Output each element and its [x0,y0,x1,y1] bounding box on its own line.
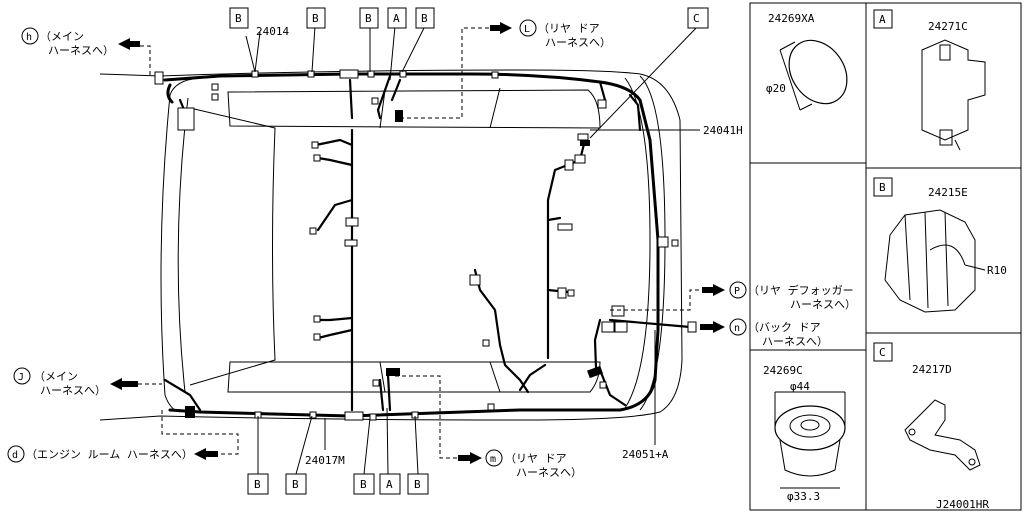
drawing-code: J24001HR [936,498,989,511]
svg-text:（メイン: （メイン [34,370,78,383]
part-label-24271c: 24271C [928,20,968,33]
part-label-24217d: 24217D [912,363,952,376]
arrow-to-h-icon [118,38,140,50]
arrow-to-n-icon [700,321,725,333]
clip-a-drawing: A 24271C [873,9,986,151]
svg-text:（リヤ ドア: （リヤ ドア [538,22,600,35]
svg-text:B: B [254,478,261,491]
svg-text:n: n [734,323,740,334]
connectors [154,69,697,421]
part-label-24014: 24014 [256,25,289,38]
svg-text:ハーネスへ）: ハーネスへ） [40,384,106,397]
part-label-24269c: 24269C [763,364,803,377]
svg-text:（メイン: （メイン [40,30,84,43]
leader-lines [245,25,700,475]
part-label-24041h: 24041H [703,124,743,137]
svg-text:B: B [414,478,421,491]
bracket-c-drawing: C 24217D [873,342,981,471]
svg-text:P: P [734,286,740,297]
part-label-24269xa: 24269XA [768,12,815,25]
callout-j: J （メイン ハーネスへ） [13,367,106,397]
svg-text:（リヤ ドア: （リヤ ドア [505,452,567,465]
part-label-24017m: 24017M [305,454,345,467]
svg-text:A: A [879,13,886,26]
svg-text:L: L [524,24,530,35]
svg-text:A: A [393,12,400,25]
svg-text:d: d [12,450,18,461]
svg-text:B: B [292,478,299,491]
svg-text:（バック ドア: （バック ドア [748,321,821,334]
svg-text:ハーネスへ）: ハーネスへ） [762,335,828,348]
bottom-label-boxes: B B 24017M B A B 24051+A [247,448,669,495]
svg-text:B: B [879,181,886,194]
svg-text:ハーネスへ）: ハーネスへ） [48,44,114,57]
harness-routing [163,72,692,418]
dim-phi44: φ44 [790,380,810,393]
svg-text:m: m [490,454,496,465]
plug-bottom-drawing: 24269C φ44 φ33.3 [763,364,846,503]
svg-text:B: B [360,478,367,491]
radius-r10: R10 [987,264,1007,277]
svg-text:ハーネスへ）: ハーネスへ） [516,466,582,479]
svg-text:B: B [421,12,428,25]
box-b-panel [873,177,893,197]
vehicle-body-outline [99,69,683,421]
arrows [110,22,725,464]
svg-text:ハーネスへ）: ハーネスへ） [790,298,856,311]
dim-phi20: φ20 [766,82,786,95]
svg-text:B: B [312,12,319,25]
svg-text:（エンジン ルーム ハーネスへ）: （エンジン ルーム ハーネスへ） [26,448,193,461]
box-a-panel [873,9,893,29]
svg-text:B: B [365,12,372,25]
callout-m: m （リヤ ドア ハーネスへ） [485,449,582,479]
svg-text:B: B [235,12,242,25]
svg-text:ハーネスへ）: ハーネスへ） [545,36,611,49]
arrow-to-m-icon [458,452,482,464]
callout-l: L （リヤ ドア ハーネスへ） [519,19,611,49]
arrow-to-j-icon [110,378,138,390]
svg-text:（リヤ デフォッガー: （リヤ デフォッガー [748,283,854,297]
callout-h: h （メイン ハーネスへ） [21,27,114,57]
callout-p: P （リヤ デフォッガー ハーネスへ） [729,281,856,311]
arrow-to-d-icon [194,448,218,460]
arrow-to-l-icon [490,22,512,34]
callout-d: d （エンジン ルーム ハーネスへ） [7,445,193,463]
panel-plug-bottom [749,349,867,511]
dashed-leaders [138,27,705,459]
svg-text:C: C [693,12,700,25]
svg-text:A: A [386,478,393,491]
callout-n: n （バック ドア ハーネスへ） [729,318,828,348]
arrow-to-p-icon [702,284,725,296]
svg-text:C: C [879,346,886,359]
parts-panels [749,2,1022,511]
clip-b-drawing: B 24215E R10 [873,177,1007,313]
part-label-24051a: 24051+A [622,448,669,461]
part-label-24215e: 24215E [928,186,968,199]
svg-text:h: h [26,32,32,43]
svg-text:J: J [18,372,24,383]
box-c-panel [873,342,893,362]
top-label-boxes: B 24014 B B A B C 24041H [229,7,743,137]
dim-phi33: φ33.3 [787,490,820,503]
plug-top-drawing: 24269XA φ20 [766,12,848,111]
